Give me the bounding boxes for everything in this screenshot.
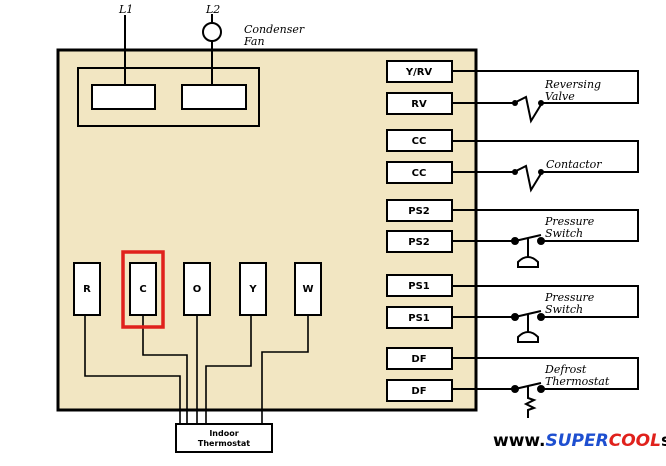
svg-text:R: R (83, 284, 91, 295)
pressure-switch-2-label-line1: Pressure (544, 215, 595, 228)
terminal-w (294, 262, 322, 316)
thermostat-wires (84, 315, 309, 424)
defrost-thermostat-label-line2: Thermostat (545, 375, 610, 388)
reversing-valve-coil-icon (512, 95, 544, 124)
svg-text:PS1: PS1 (408, 313, 430, 324)
pressure-switch-1-label-line1: Pressure (544, 291, 595, 304)
defrost-thermostat-label-line1: Defrost (544, 363, 587, 376)
fan-contact-right (181, 84, 247, 110)
svg-text:C: C (139, 284, 146, 295)
svg-text:PS1: PS1 (408, 281, 430, 292)
right-wiring (452, 70, 639, 390)
terminal-c (129, 262, 157, 316)
l2-label: L2 (205, 3, 220, 16)
l1-label: L1 (118, 3, 133, 16)
watermark: www.SUPERCOOLslider (493, 431, 666, 451)
fan-relay-box (77, 67, 260, 127)
terminal-o (183, 262, 211, 316)
svg-text:PS2: PS2 (408, 206, 430, 217)
svg-text:CC: CC (412, 168, 427, 179)
watermark-brand-blue: SUPER (546, 431, 609, 451)
reversing-valve-label-line2: Valve (545, 90, 575, 103)
indoor-thermostat-label-line1: Indoor (209, 429, 238, 438)
indoor-thermostat-label-line2: Thermostat (198, 439, 250, 448)
defrost-thermostat-icon (511, 382, 545, 418)
left-terminal-block: R C O Y W (73, 250, 322, 329)
pressure-switch-1-label-line2: Switch (545, 303, 583, 316)
fan-contact-left (91, 84, 156, 110)
supply-section: L1 L2 Condenser Fan (77, 3, 305, 127)
condenser-fan-label-line2: Fan (243, 35, 265, 48)
watermark-prefix: www. (493, 431, 546, 451)
svg-text:O: O (193, 284, 202, 295)
svg-text:Y: Y (248, 284, 257, 295)
pressure-switch-2-icon (511, 234, 545, 268)
pressure-switch-1-icon (511, 310, 545, 343)
svg-text:W: W (302, 284, 313, 295)
svg-text:CC: CC (412, 136, 427, 147)
reversing-valve-label-line1: Reversing (544, 78, 601, 91)
contactor-coil-icon (512, 164, 544, 193)
highlight-c-terminal (121, 250, 165, 329)
svg-text:PS2: PS2 (408, 237, 430, 248)
indoor-thermostat-box (175, 423, 273, 453)
right-terminal-block: Y/RV RV CC CC PS2 PS2 PS1 PS1 DF DF (386, 60, 453, 402)
pressure-switch-2-label-line2: Switch (545, 227, 583, 240)
svg-text:RV: RV (411, 99, 427, 110)
svg-text:Y/RV: Y/RV (405, 67, 433, 78)
condenser-fan-icon (202, 22, 222, 42)
watermark-suffix: slider (661, 431, 666, 451)
terminal-r (73, 262, 101, 316)
terminal-df-2 (386, 379, 453, 402)
svg-text:DF: DF (411, 386, 426, 397)
contactor-label: Contactor (546, 158, 602, 171)
terminal-y (239, 262, 267, 316)
condenser-fan-label-line1: Condenser (244, 23, 305, 36)
svg-text:DF: DF (411, 354, 426, 365)
watermark-brand-red: COOL (609, 431, 661, 451)
